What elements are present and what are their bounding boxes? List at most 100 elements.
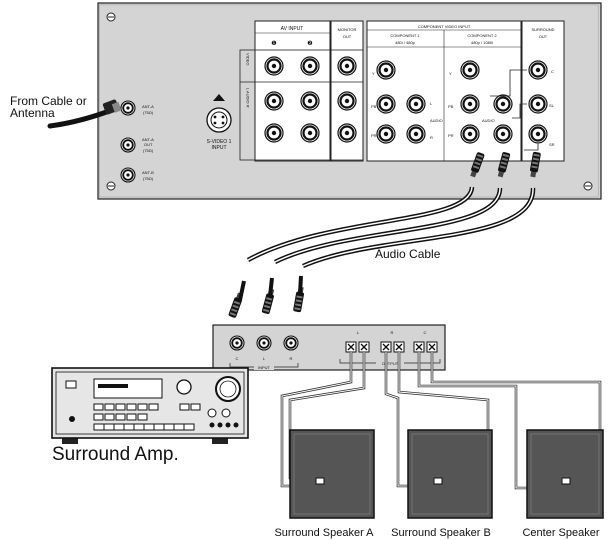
from-cable-label-1: From Cable or [10,94,87,108]
amp-output-l-label: L [357,330,360,335]
surround-out-header-2: OUT [539,34,548,39]
ant-a-out-ohm: (75Ω) [143,148,154,153]
amp-button[interactable] [104,413,115,421]
amp-button[interactable] [137,413,148,421]
ant-a-ohm: (75Ω) [143,110,154,115]
small-knob-icon[interactable] [221,408,231,418]
component1-audio-r-jack[interactable] [405,123,427,145]
arrow-down-icon [213,94,225,101]
screw-icon [106,12,593,191]
speaker-terminal-icon[interactable] [393,341,405,353]
video-1-jack[interactable] [263,55,285,77]
speaker-terminal-icon[interactable] [426,341,438,353]
component2-pb-jack[interactable] [459,93,481,115]
amp-button[interactable] [137,403,148,411]
ant-a-label: ANT-A [142,104,154,109]
speaker-b [407,429,493,519]
surround-out-section: SURROUND OUT C SL SR [490,20,565,162]
speaker-terminal-icon[interactable] [413,341,425,353]
speaker-terminal-icon [315,477,325,485]
speaker-terminal-icon [433,477,443,485]
headphone-jack-icon[interactable] [69,416,75,422]
component-video-section: COMPONENT VIDEO INPUT COMPONENT 1 480i /… [366,20,522,162]
amp-output-r-label: R [391,330,394,335]
ant-a-jack[interactable] [120,100,136,116]
svideo-input: S-VIDEO 1 INPUT [206,94,232,151]
monitor-out-header-2: OUT [343,34,352,39]
audio-cable [228,151,542,319]
component1-audio-label: AUDIO [430,118,443,123]
speaker-terminal-icon[interactable] [358,341,370,353]
amp-input-l-jack[interactable] [256,335,272,351]
from-cable-label-2: Antenna [10,106,55,120]
amp-button[interactable] [93,413,104,421]
amp-input-c-jack[interactable] [229,335,245,351]
small-knob-icon[interactable] [176,379,192,395]
component1-r-label: R [430,135,433,140]
component2-audio-r-jack[interactable] [492,123,514,145]
speaker-terminal-icon[interactable] [345,341,357,353]
amp-button[interactable] [126,413,137,421]
amp-button[interactable] [115,403,126,411]
antenna-cable [47,99,122,129]
amp-button[interactable] [190,403,201,411]
monitor-out-header-1: MONITOR [338,27,357,32]
component2-pr-jack[interactable] [459,123,481,145]
video-2-jack[interactable] [299,55,321,77]
av-input-header: AV INPUT [281,26,304,32]
component2-audio-l-jack[interactable] [492,93,514,115]
amp-button[interactable] [148,403,159,411]
component1-pb-jack[interactable] [375,93,397,115]
svideo-label-1: S-VIDEO 1 [207,139,232,145]
amp-button[interactable] [179,403,190,411]
component1-y-jack[interactable] [375,59,397,81]
tv-back-panel: AV INPUT ❶ ❷ MONITOR OUT VIDEO L AUDIO R… [97,2,602,200]
y2-label: Y [449,71,452,76]
component-1-res: 480i / 480p [395,40,416,45]
pr2-label: PR [448,133,454,138]
speaker-terminal-icon[interactable] [380,341,392,353]
surround-sr-jack[interactable] [527,123,549,145]
amp-button[interactable] [104,403,115,411]
pb2-label: PB [448,104,454,109]
amp-input-l-label: L [263,356,266,361]
component1-l-label: L [430,101,433,106]
av-input-1-marker: ❶ [271,40,276,47]
amp-output-label: OUTPUT [382,361,399,366]
power-button[interactable] [65,380,77,389]
component1-pr-jack[interactable] [375,123,397,145]
ant-b-ohm: (75Ω) [143,176,154,181]
monitor-audio-l-jack[interactable] [336,90,358,112]
audio-r-2-jack[interactable] [299,122,321,144]
component1-audio-l-jack[interactable] [405,93,427,115]
ant-a-out-jack[interactable] [120,137,136,153]
surround-c-jack[interactable] [527,59,549,81]
monitor-audio-r-jack[interactable] [336,122,358,144]
amp-button[interactable] [115,413,126,421]
ant-b-jack[interactable] [120,167,136,183]
small-knob-icon[interactable] [207,408,217,418]
surround-sl-jack[interactable] [527,93,549,115]
surround-amp-front [51,367,249,444]
amp-button[interactable] [126,403,137,411]
pb1-label: PB [371,104,377,109]
component-2-label: COMPONENT 2 [467,33,497,38]
av-input-section: AV INPUT ❶ ❷ MONITOR OUT VIDEO L AUDIO R [239,20,364,162]
amp-button-grid [93,403,201,431]
volume-knob-icon[interactable] [215,376,241,402]
audio-r-1-jack[interactable] [263,122,285,144]
audio-l-2-jack[interactable] [299,90,321,112]
surround-amp-label: Surround Amp. [52,444,179,465]
amp-back-panel: C L R INPUT L R C OUTPUT [212,324,446,371]
svideo-label-2: INPUT [212,145,227,151]
monitor-video-jack[interactable] [336,55,358,77]
center-speaker-label: Center Speaker [522,527,599,539]
surround-c-label: C [551,69,554,74]
audio-l-1-jack[interactable] [263,90,285,112]
amp-input-r-label: R [290,356,293,361]
component2-y-jack[interactable] [459,59,481,81]
amp-button[interactable] [93,403,104,411]
amp-input-r-jack[interactable] [283,335,299,351]
y1-label: Y [372,71,375,76]
